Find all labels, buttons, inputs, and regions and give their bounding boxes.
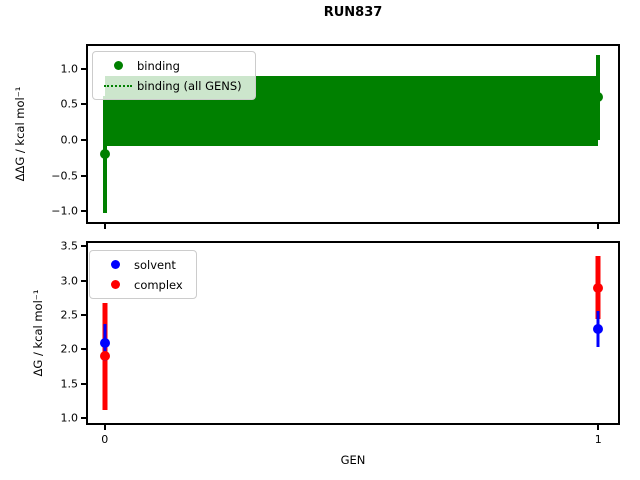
legend-label: solvent bbox=[134, 257, 176, 272]
legend-entry: binding (all GENS) bbox=[99, 77, 242, 94]
y-tick bbox=[81, 210, 86, 213]
y-tick-label: 1.0 bbox=[60, 411, 79, 425]
y-tick-label: 0.5 bbox=[60, 97, 79, 111]
lower-legend: solvent complex bbox=[89, 250, 197, 299]
y-tick bbox=[81, 67, 86, 70]
y-tick bbox=[81, 103, 86, 106]
x-tick bbox=[103, 425, 106, 430]
legend-entry: complex bbox=[96, 276, 183, 293]
binding-dot-swatch bbox=[113, 61, 123, 70]
figure-title: RUN837 bbox=[323, 5, 383, 20]
data-point-solvent bbox=[593, 323, 604, 334]
y-tick-label: 3.0 bbox=[60, 274, 79, 288]
y-tick-label: −1.0 bbox=[51, 204, 78, 218]
y-tick bbox=[81, 245, 86, 248]
y-tick-label: 2.0 bbox=[60, 342, 79, 356]
y-tick bbox=[81, 174, 86, 177]
x-tick bbox=[597, 425, 600, 430]
x-axis-label: GEN bbox=[340, 453, 366, 467]
x-tick bbox=[103, 224, 106, 229]
y-tick bbox=[81, 279, 86, 282]
legend-swatch-wrap bbox=[96, 260, 134, 269]
legend-swatch-wrap bbox=[96, 280, 134, 289]
data-point-complex bbox=[99, 351, 110, 362]
y-tick bbox=[81, 139, 86, 142]
legend-entry: binding bbox=[99, 57, 242, 74]
data-point-solvent bbox=[99, 337, 110, 348]
y-tick-label: 0.0 bbox=[60, 133, 79, 147]
legend-label: complex bbox=[134, 277, 183, 292]
y-tick bbox=[81, 314, 86, 317]
y-tick-label: 2.5 bbox=[60, 308, 79, 322]
x-tick bbox=[597, 224, 600, 229]
legend-swatch-wrap bbox=[99, 61, 137, 70]
legend-label: binding bbox=[137, 58, 180, 73]
legend-swatch-wrap bbox=[99, 84, 137, 87]
upper-legend: binding binding (all GENS) bbox=[92, 51, 256, 100]
dotted-line-swatch bbox=[104, 84, 132, 87]
y-tick bbox=[81, 348, 86, 351]
complex-dot-swatch bbox=[110, 280, 120, 289]
x-tick-label: 1 bbox=[594, 433, 602, 446]
x-tick-label: 0 bbox=[101, 433, 109, 446]
y-tick-label: 3.5 bbox=[60, 239, 79, 253]
legend-label: binding (all GENS) bbox=[137, 78, 242, 93]
y-tick-label: 1.5 bbox=[60, 377, 79, 391]
y-tick-label: −0.5 bbox=[51, 169, 78, 183]
solvent-dot-swatch bbox=[110, 260, 120, 269]
upper-y-axis-label: ΔΔG / kcal mol⁻¹ bbox=[13, 86, 27, 182]
data-point-binding bbox=[593, 92, 604, 103]
y-tick bbox=[81, 417, 86, 420]
y-tick-label: 1.0 bbox=[60, 62, 79, 76]
y-tick bbox=[81, 382, 86, 385]
data-point-complex bbox=[593, 282, 604, 293]
data-point-binding bbox=[99, 149, 110, 160]
legend-entry: solvent bbox=[96, 256, 183, 273]
lower-y-axis-label: ΔG / kcal mol⁻¹ bbox=[31, 289, 45, 377]
